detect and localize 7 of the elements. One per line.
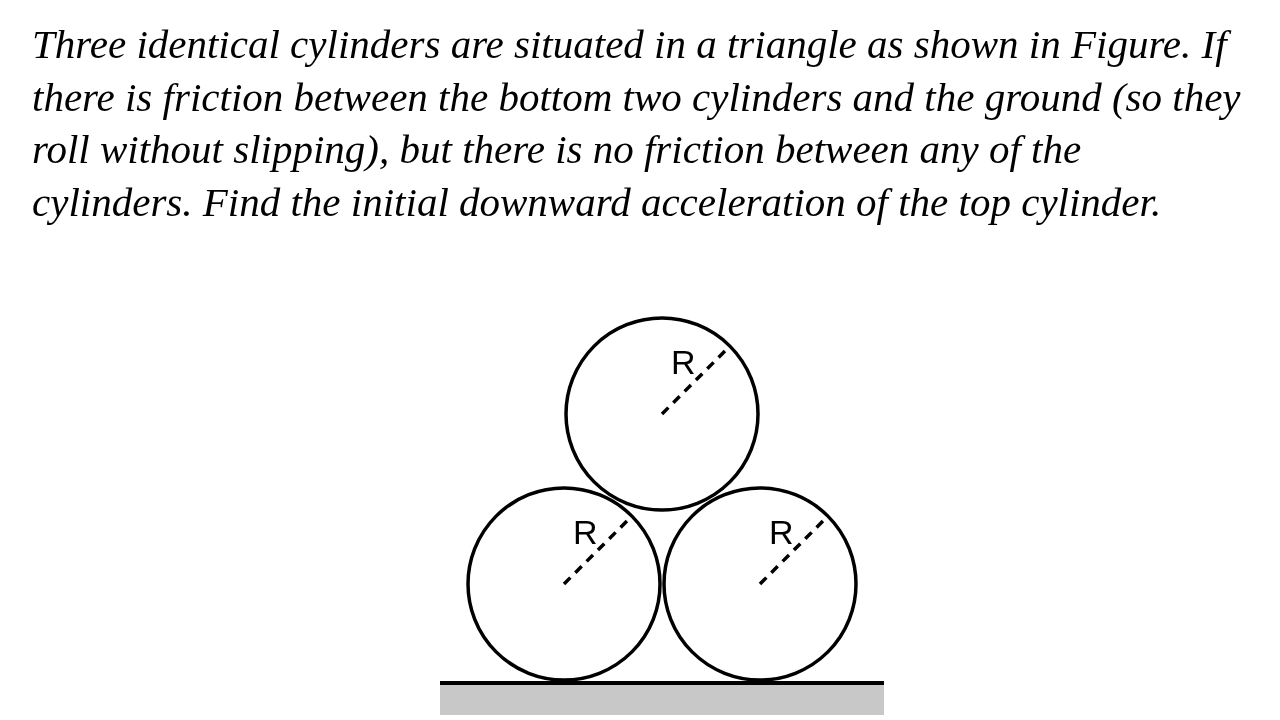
radius-label: R <box>769 515 794 549</box>
radius-label: R <box>671 345 696 379</box>
radius-label: R <box>573 515 598 549</box>
cylinder-circle <box>465 485 663 683</box>
problem-text: Three identical cylinders are situated in a triangle as shown in Figure. If there is friction between the bottom two cylinders and the ground (so they roll without slipping), but there is no friction between any of the cylinders. Find the initial downward acceleration of the top cylinder. <box>32 20 1242 227</box>
cylinder-circle <box>563 315 761 513</box>
cylinder-circle <box>661 485 859 683</box>
